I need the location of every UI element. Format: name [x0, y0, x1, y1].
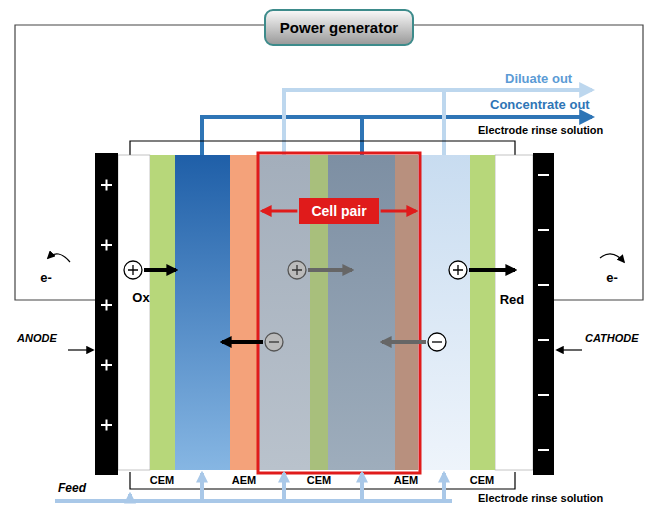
compartments	[118, 155, 150, 470]
polarity-sign	[101, 420, 112, 431]
membrane-label: CEM	[307, 474, 331, 486]
membrane-label: AEM	[394, 474, 418, 486]
ion-symbol	[428, 333, 446, 351]
ion-symbol	[288, 261, 306, 279]
reaction-label: Ox	[132, 291, 149, 305]
reaction-label: Red	[500, 293, 525, 307]
cell-pair-arrow	[262, 210, 297, 213]
electrode-pointer	[68, 349, 93, 350]
electrode-pointer	[557, 349, 582, 350]
membrane	[150, 155, 175, 470]
polarity-sign	[538, 339, 549, 341]
compartments	[118, 155, 533, 470]
diluate-pipe	[284, 90, 592, 155]
polarity-sign	[538, 229, 549, 231]
membrane	[230, 155, 258, 470]
electrode-label: ANODE	[17, 332, 57, 344]
rinse-label: Electrode rinse solution	[478, 492, 603, 504]
membrane-label: AEM	[232, 474, 256, 486]
rinse-label: Electrode rinse solution	[478, 124, 603, 136]
ion-symbol	[124, 261, 467, 351]
feed-pipe	[55, 473, 452, 501]
electrode	[533, 153, 554, 475]
compartments	[495, 155, 533, 470]
polarity-sign	[101, 300, 112, 311]
membrane	[150, 155, 495, 470]
ion-symbol	[292, 265, 302, 275]
diluate-pipe	[442, 90, 446, 155]
polarity-sign	[101, 240, 112, 251]
ion-arrow	[144, 268, 176, 272]
ion-arrow	[222, 340, 263, 344]
electron-label: e-	[40, 271, 52, 285]
compartments	[418, 155, 470, 470]
membrane	[395, 155, 418, 470]
feed-pipe	[360, 473, 364, 501]
diluate-pipe	[284, 90, 592, 155]
feed-pipe	[282, 473, 286, 501]
electrode-pointer	[68, 349, 582, 350]
feed-label: Feed	[58, 482, 86, 495]
cell-pair-arrow	[381, 210, 416, 213]
ion-arrow	[382, 340, 426, 344]
ion-arrow	[144, 270, 515, 342]
ion-symbol	[269, 341, 279, 342]
cell-pair-label: Cell pair	[299, 198, 378, 224]
outlet-label: Diluate out	[505, 72, 572, 86]
ion-symbol	[128, 265, 138, 275]
ion-symbol	[449, 261, 467, 279]
feed-pipe	[128, 494, 132, 501]
compartments	[175, 155, 230, 470]
node-text: Power generator	[280, 19, 398, 36]
polarity-sign	[101, 360, 112, 371]
membrane	[470, 155, 495, 470]
cell-pair-outline	[258, 153, 420, 473]
electron-arrow	[48, 254, 70, 262]
concentrate-pipe	[360, 117, 364, 155]
polarity-sign	[101, 180, 112, 191]
electron-label: e-	[606, 271, 618, 285]
polarity-sign	[538, 449, 549, 451]
rinse-line	[130, 141, 515, 489]
electrode	[95, 153, 554, 475]
ion-arrow	[469, 268, 515, 272]
electron-arrow	[600, 254, 624, 262]
feed-pipe	[55, 499, 452, 503]
concentrate-pipe	[202, 117, 592, 155]
rinse-line	[130, 472, 515, 489]
polarity-sign	[538, 394, 549, 396]
electrode	[95, 153, 118, 475]
polarity-sign	[538, 284, 549, 286]
outlet-label: Concentrate out	[490, 98, 590, 112]
membrane-label: CEM	[150, 474, 174, 486]
concentrate-pipe	[202, 117, 592, 155]
feed-pipe	[200, 473, 204, 501]
membrane-label: CEM	[470, 474, 494, 486]
ion-symbol	[432, 341, 442, 342]
ion-symbol	[124, 261, 142, 279]
electrode-label: CATHODE	[585, 332, 639, 344]
ion-symbol	[265, 333, 283, 351]
polarity-sign	[101, 175, 549, 450]
ion-symbol	[453, 265, 463, 275]
node-text: Cell pair	[311, 203, 366, 219]
ion-arrow	[308, 268, 352, 272]
power-generator-box: Power generator	[264, 9, 414, 46]
feed-pipe	[442, 473, 446, 501]
polarity-sign	[538, 174, 549, 176]
